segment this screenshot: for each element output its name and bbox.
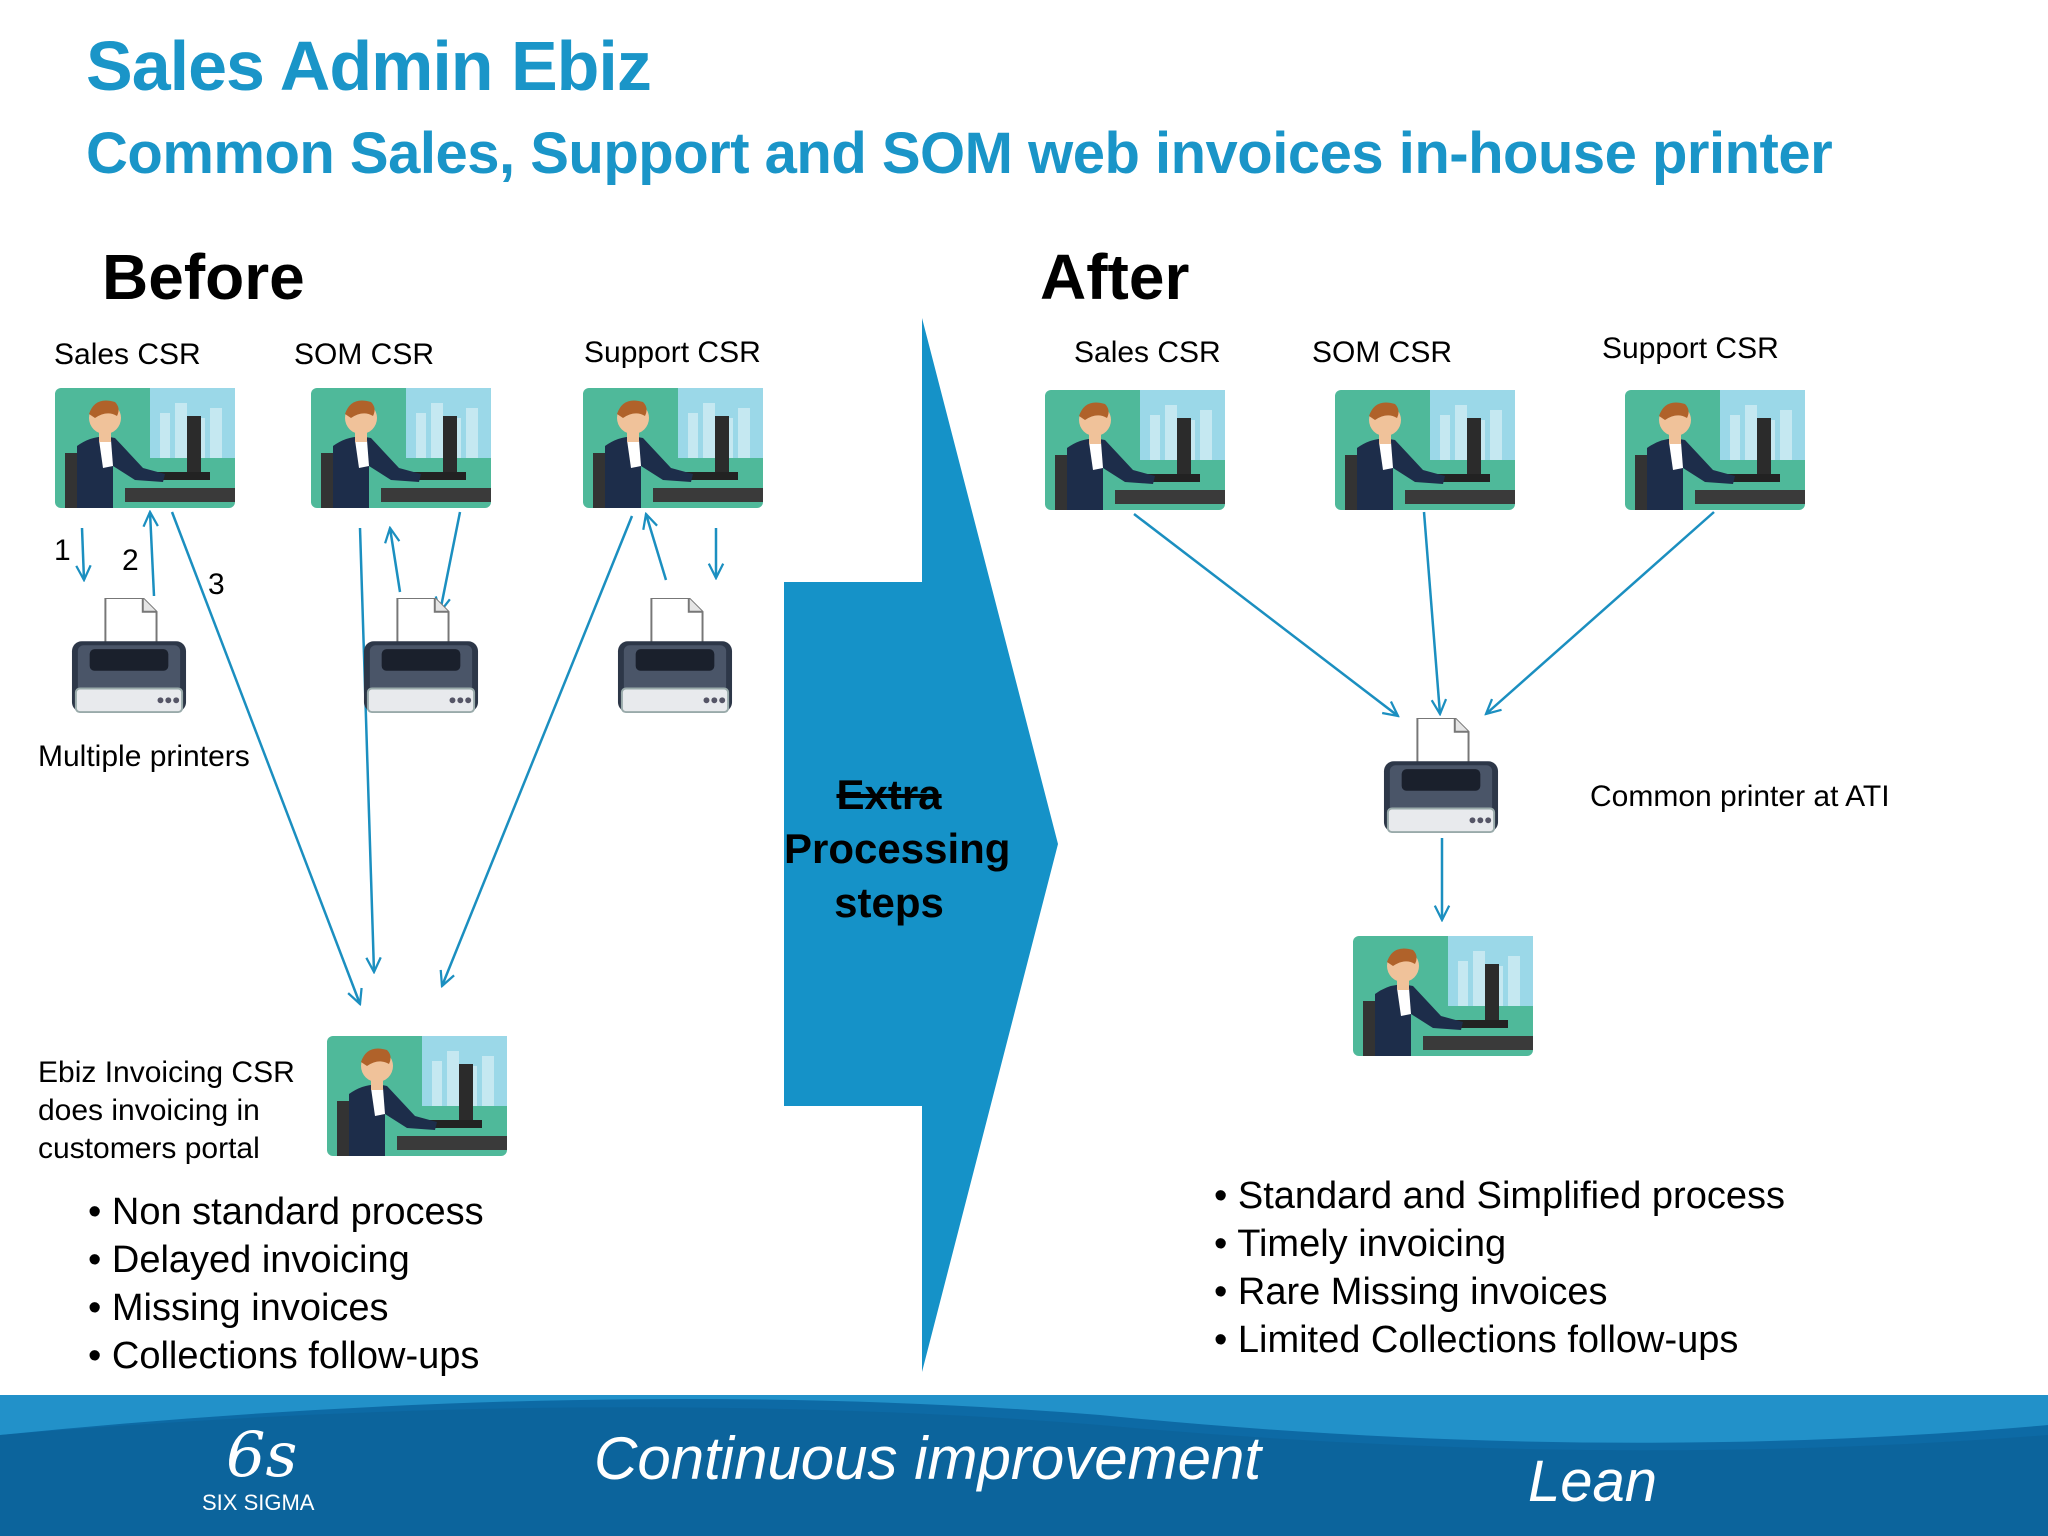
multiple-printers-label: Multiple printers xyxy=(38,740,250,773)
csr-workstation-icon xyxy=(1044,390,1226,510)
list-item: Rare Missing invoices xyxy=(1214,1268,1785,1316)
step-number: 3 xyxy=(208,568,225,601)
footer-band xyxy=(0,1395,2048,1536)
steps-label: steps xyxy=(834,879,944,926)
before-support-csr-label: Support CSR xyxy=(584,336,761,369)
csr-workstation-icon xyxy=(54,388,236,508)
page-title: Sales Admin Ebiz xyxy=(86,27,652,105)
list-item: Missing invoices xyxy=(88,1284,484,1332)
printer-icon xyxy=(362,598,480,716)
list-item: Collections follow-ups xyxy=(88,1332,484,1380)
before-heading: Before xyxy=(102,241,305,313)
list-item: Delayed invoicing xyxy=(88,1236,484,1284)
csr-workstation-icon xyxy=(1334,390,1516,510)
after-heading: After xyxy=(1040,241,1190,313)
csr-workstation-icon xyxy=(326,1036,508,1156)
csr-workstation-icon xyxy=(1352,936,1534,1056)
after-som-csr-label: SOM CSR xyxy=(1312,336,1453,369)
before-som-csr-label: SOM CSR xyxy=(294,338,435,371)
list-item: Non standard process xyxy=(88,1188,484,1236)
csr-workstation-icon xyxy=(1624,390,1806,510)
list-item: Limited Collections follow-ups xyxy=(1214,1316,1785,1364)
six-sigma-logo: 6s xyxy=(226,1418,298,1491)
list-item: Timely invoicing xyxy=(1214,1220,1785,1268)
printer-icon xyxy=(616,598,734,716)
after-support-csr-label: Support CSR xyxy=(1602,332,1779,365)
process-arrow xyxy=(784,318,1058,1372)
extra-label: Extra xyxy=(836,771,942,818)
printer-icon xyxy=(1382,718,1500,836)
process-arrow-text: Extra Processing steps xyxy=(784,768,1011,930)
footer-center-text: Continuous improvement xyxy=(594,1425,1262,1492)
after-sales-csr-label: Sales CSR xyxy=(1074,336,1221,369)
step-number: 1 xyxy=(54,534,71,567)
six-sigma-caption: SIX SIGMA xyxy=(202,1490,315,1515)
processing-label: Processing xyxy=(784,825,1011,872)
step-number: 2 xyxy=(122,544,139,577)
common-printer-label: Common printer at ATI xyxy=(1590,780,1890,813)
invoicing-label-line: does invoicing in xyxy=(38,1094,260,1127)
csr-workstation-icon xyxy=(310,388,492,508)
csr-workstation-icon xyxy=(582,388,764,508)
printer-icon xyxy=(70,598,188,716)
invoicing-label-line: customers portal xyxy=(38,1132,260,1165)
invoicing-csr-label: Ebiz Invoicing CSR does invoicing in cus… xyxy=(38,1054,295,1168)
page-subtitle: Common Sales, Support and SOM web invoic… xyxy=(86,121,1833,186)
before-bullet-list: Non standard process Delayed invoicing M… xyxy=(88,1188,484,1380)
before-sales-csr-label: Sales CSR xyxy=(54,338,201,371)
after-bullet-list: Standard and Simplified process Timely i… xyxy=(1214,1172,1785,1364)
footer-right-text: Lean xyxy=(1528,1449,1658,1514)
invoicing-label-line: Ebiz Invoicing CSR xyxy=(38,1056,295,1089)
list-item: Standard and Simplified process xyxy=(1214,1172,1785,1220)
